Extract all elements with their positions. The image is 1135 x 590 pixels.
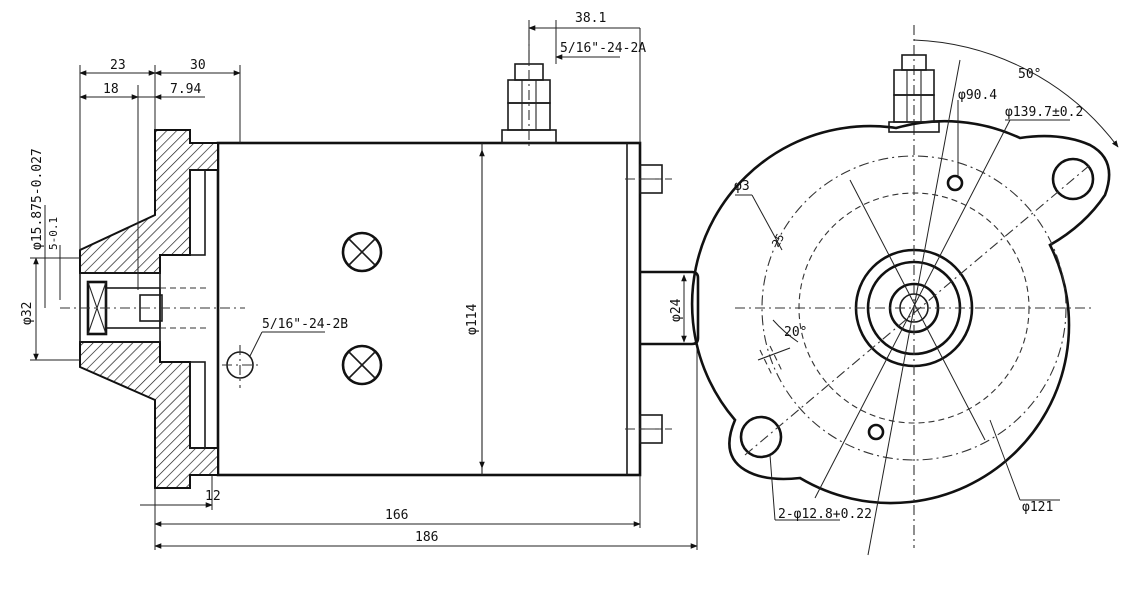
boss-diameter-label: φ24: [669, 298, 684, 322]
housing-outline: [690, 119, 1111, 505]
small-hole-lower: [867, 423, 885, 441]
side-view: 23 30 18 7.94 38.1 5/16"-24-2A 5/16"-24-…: [20, 11, 700, 550]
leader-dia-121: [989, 419, 1021, 501]
dim-25-label: 25: [769, 232, 787, 250]
dia-121-label: φ121: [1022, 500, 1053, 515]
end-view: 50° φ90.4 φ139.7±0.2 φ3 25 20° 2-φ12.8+0…: [690, 25, 1119, 556]
body-outline: [216, 141, 642, 477]
key-width-label: 5-0.1: [47, 217, 60, 250]
holes-label: 2-φ12.8+0.22: [778, 507, 872, 522]
leader-dia-3: [751, 194, 783, 251]
side-terminal: [222, 331, 325, 388]
body-diameter-label: φ114: [465, 304, 480, 335]
dia-3-label: φ3: [734, 179, 750, 194]
bolt-circle: [761, 155, 1067, 461]
mount-hole-upper: [1051, 157, 1095, 201]
dim-7-94-label: 7.94: [170, 82, 201, 97]
dia-139-7-label: φ139.7±0.2: [1005, 105, 1083, 120]
front-flange: [60, 129, 245, 489]
terminal-thread-top-label: 5/16"-24-2A: [560, 41, 646, 56]
leader-holes: [769, 454, 776, 521]
dim-38-1-label: 38.1: [575, 11, 606, 26]
vent-window-lower: [341, 344, 383, 386]
dim-12-label: 12: [205, 489, 221, 504]
dim-166-label: 166: [385, 508, 408, 523]
brush-slot: [757, 345, 791, 376]
dim-186-label: 186: [415, 530, 438, 545]
vent-window-upper: [341, 231, 383, 273]
flange-diameter-label: φ32: [20, 302, 35, 325]
angle-50-label: 50°: [1018, 67, 1041, 82]
angle-arc-20: [772, 319, 799, 343]
dim-30-label: 30: [190, 58, 206, 73]
angle-arc-50: [913, 39, 1119, 148]
small-hole-upper: [946, 174, 964, 192]
side-dimensions: [30, 20, 698, 550]
end-terminal-stud: [888, 54, 940, 133]
dia-90-4-label: φ90.4: [958, 88, 997, 103]
dim-23-label: 23: [110, 58, 126, 73]
angle-20-label: 20°: [784, 325, 807, 340]
dim-18-label: 18: [103, 82, 119, 97]
motor-body: [216, 141, 700, 477]
mount-hole-lower: [739, 415, 783, 459]
shaft-diameter-label: φ15.875-0.027: [30, 148, 45, 250]
terminal-thread-side-label: 5/16"-24-2B: [262, 317, 348, 332]
